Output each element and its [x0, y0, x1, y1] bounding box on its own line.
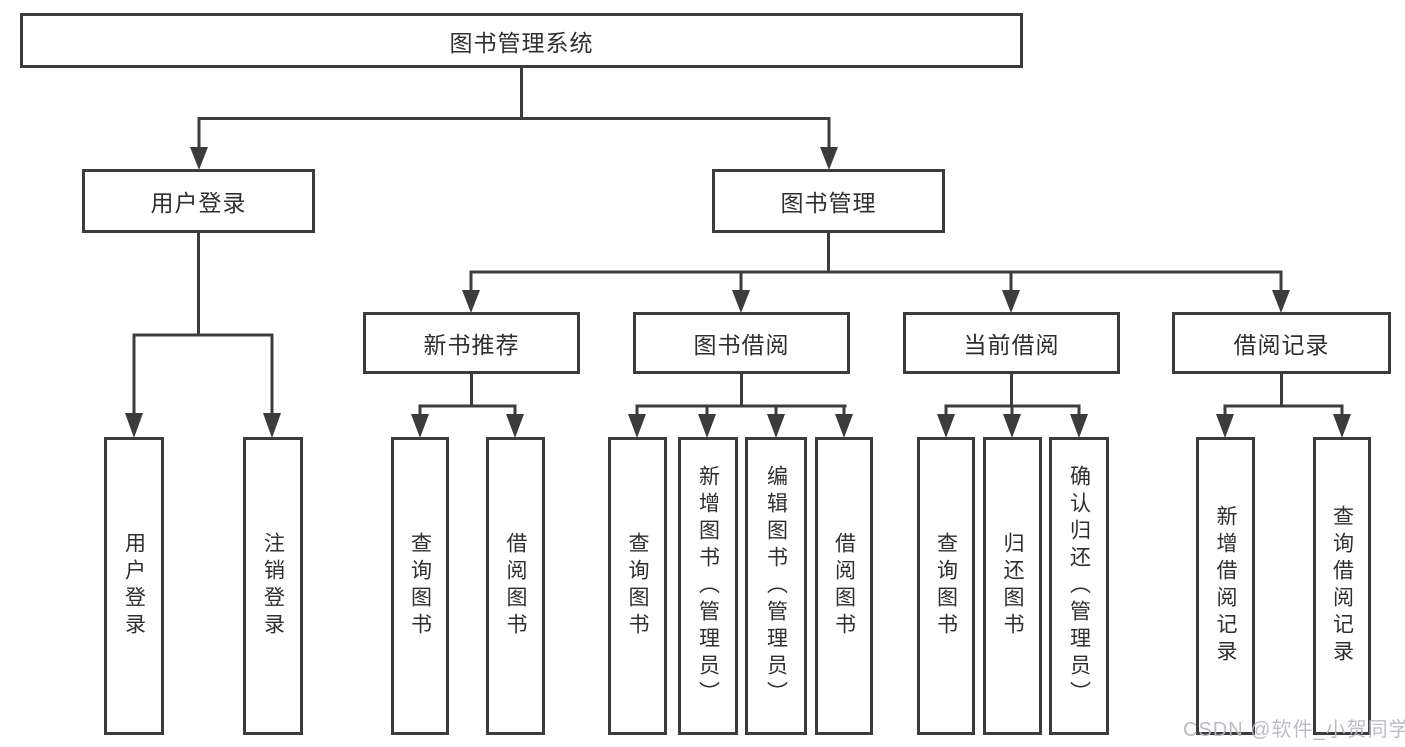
leaf-add-borrow-record: 新增借阅记录: [1196, 437, 1255, 735]
leaf-logout: 注销登录: [243, 437, 303, 735]
leaf-borrow-query-books: 查询图书: [608, 437, 667, 735]
node-library-management-system: 图书管理系统: [20, 13, 1023, 68]
leaf-query-borrow-record: 查询借阅记录: [1313, 437, 1371, 735]
csdn-watermark: CSDN @软件_小贺同学: [1183, 719, 1405, 741]
leaf-recommend-query-books: 查询图书: [391, 437, 449, 735]
node-borrow-records: 借阅记录: [1172, 312, 1391, 374]
leaf-recommend-borrow-books: 借阅图书: [486, 437, 545, 735]
node-new-book-recommend: 新书推荐: [363, 312, 580, 374]
leaf-confirm-return-admin: 确认归还（管理员）: [1049, 437, 1109, 735]
node-book-management: 图书管理: [712, 169, 945, 233]
node-current-borrow: 当前借阅: [903, 312, 1120, 374]
leaf-add-books-admin: 新增图书（管理员）: [678, 437, 738, 735]
leaf-borrow-books: 借阅图书: [815, 437, 873, 735]
leaf-current-query-books: 查询图书: [917, 437, 975, 735]
node-user-login: 用户登录: [82, 169, 315, 233]
leaf-return-books: 归还图书: [983, 437, 1042, 735]
node-book-borrow: 图书借阅: [633, 312, 850, 374]
leaf-user-login: 用户登录: [104, 437, 164, 735]
leaf-edit-books-admin: 编辑图书（管理员）: [745, 437, 807, 735]
